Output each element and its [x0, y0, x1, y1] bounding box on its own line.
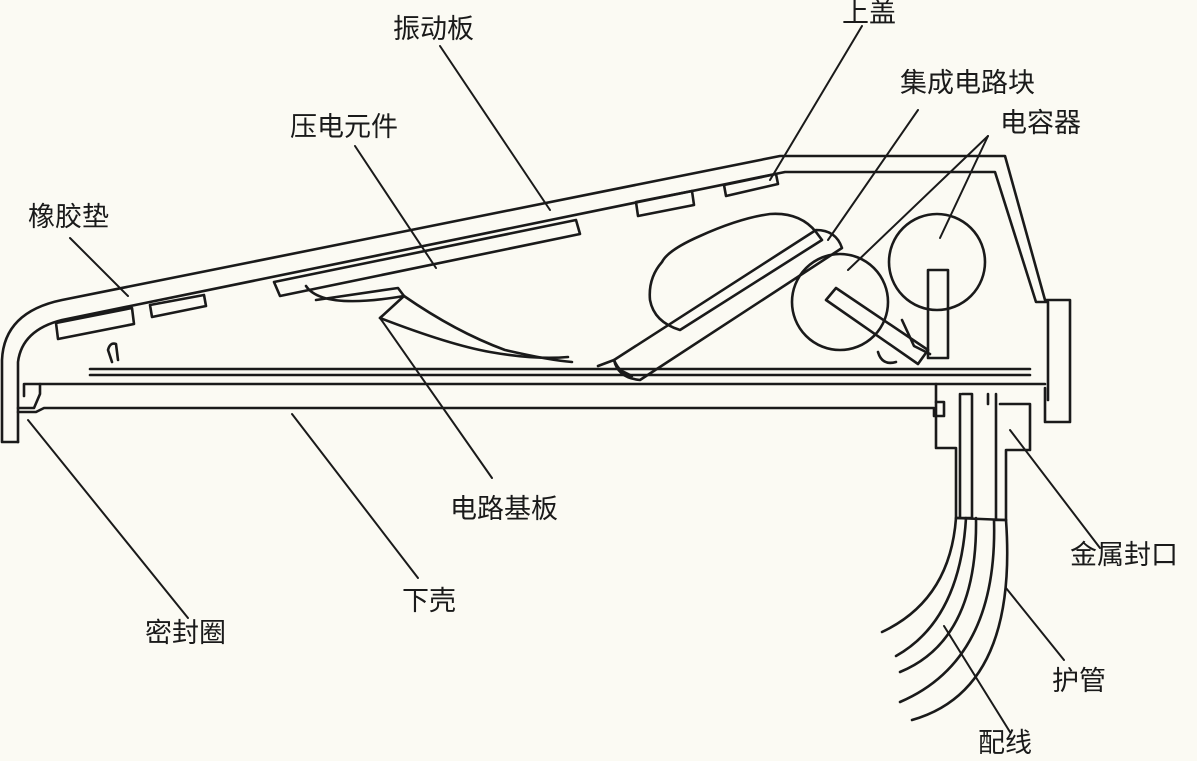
circuit-board — [88, 367, 1032, 377]
ic-block — [596, 212, 844, 382]
label-piezo-element: 压电元件 — [290, 112, 398, 143]
label-vibration-plate: 振动板 — [393, 14, 474, 45]
label-upper-cover: 上盖 — [842, 0, 896, 29]
label-seal-ring: 密封圈 — [145, 618, 226, 649]
capacitors — [790, 212, 987, 366]
vibration-plate — [272, 218, 582, 298]
label-wiring: 配线 — [978, 728, 1032, 759]
lower-shell — [16, 382, 1047, 418]
label-rubber-pad: 橡胶垫 — [28, 202, 109, 233]
rubber-pads — [54, 172, 780, 341]
board-clip — [106, 342, 120, 364]
metal-seal — [934, 382, 1032, 522]
label-circuit-board: 电路基板 — [450, 494, 558, 525]
label-capacitor: 电容器 — [1000, 108, 1081, 139]
label-protective-tube: 护管 — [1052, 666, 1106, 697]
piezo-lead-wire — [378, 294, 574, 364]
label-lower-shell: 下壳 — [402, 586, 456, 617]
leader-lines — [27, 25, 1101, 733]
label-ic-block: 集成电路块 — [900, 68, 1035, 99]
wiring-cables — [880, 516, 1009, 722]
label-metal-seal: 金属封口 — [1070, 540, 1178, 571]
upper-cover — [0, 154, 1072, 444]
